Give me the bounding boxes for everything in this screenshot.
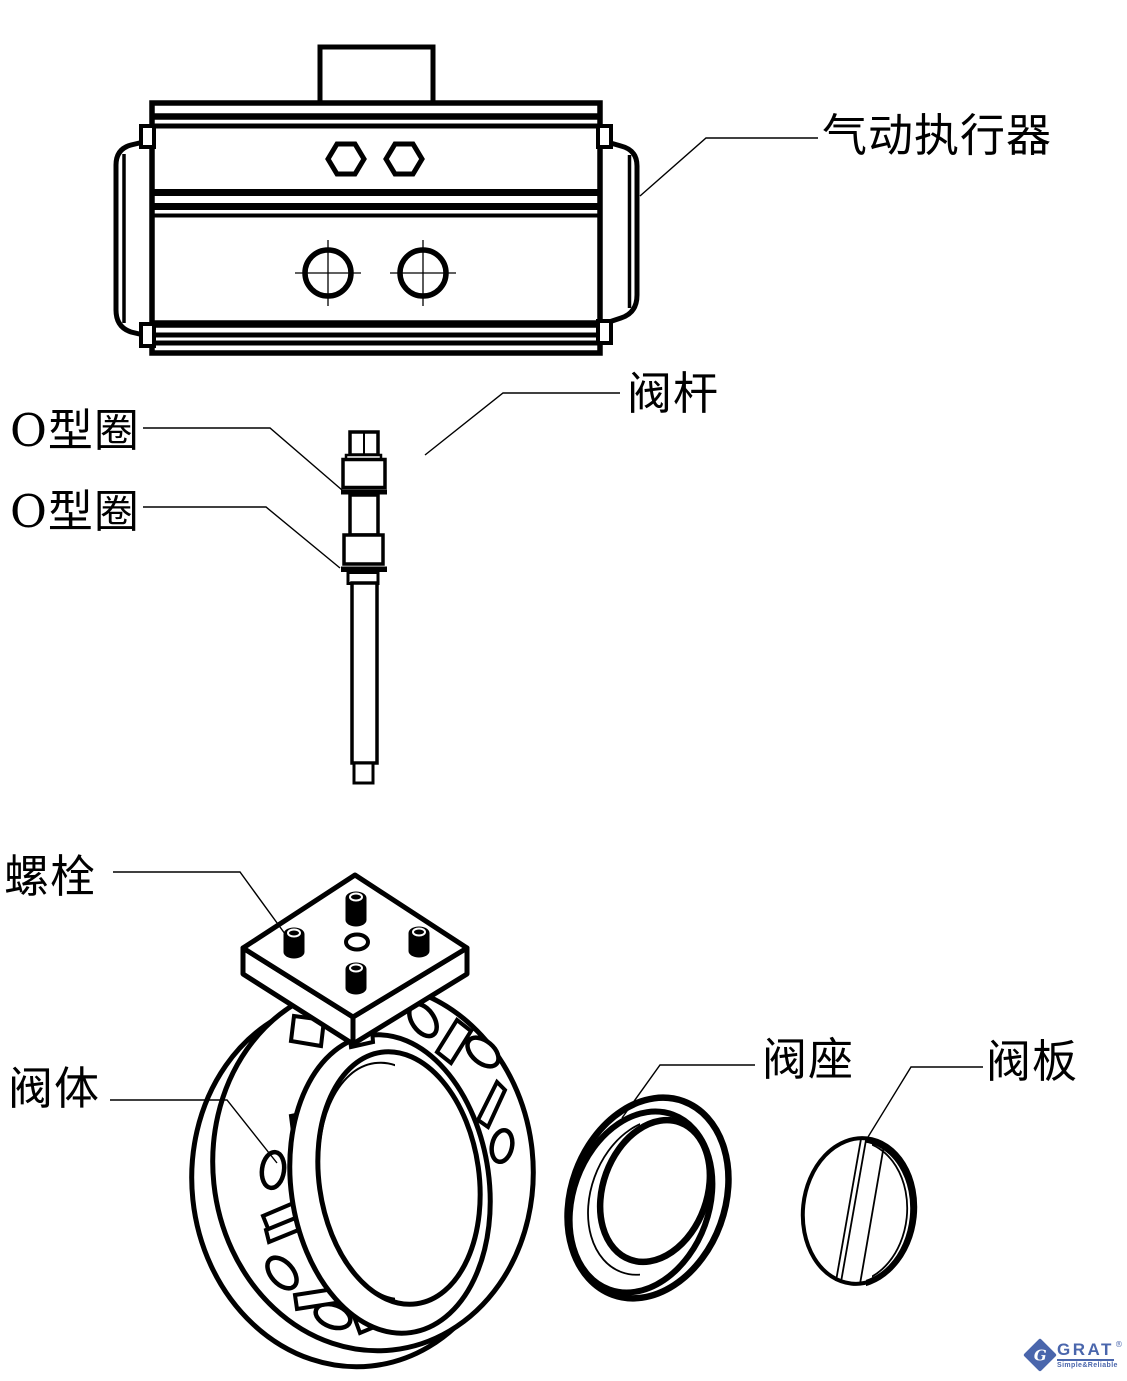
grat-diamond-icon: G <box>1023 1338 1057 1372</box>
grat-tagline: Simple&Reliable <box>1057 1362 1118 1369</box>
label-valve-stem: 阀杆 <box>627 367 720 420</box>
leader-pneumatic-actuator <box>639 137 818 197</box>
grat-logo-text: GRAT ® Simple&Reliable <box>1057 1341 1123 1369</box>
leader-valve-seat <box>621 1064 755 1119</box>
label-valve-plate: 阀板 <box>986 1035 1079 1088</box>
valve-plate-drawing <box>800 1136 918 1288</box>
label-o-ring-bottom: O型圈 <box>10 485 140 538</box>
valve-stem-drawing <box>341 430 387 785</box>
leader-o-ring-top <box>143 427 343 491</box>
leader-lines <box>110 137 983 1164</box>
registered-mark: ® <box>1114 1340 1123 1349</box>
leader-bolt <box>113 871 289 939</box>
leader-valve-stem <box>424 392 620 456</box>
leader-valve-plate <box>867 1066 983 1138</box>
pneumatic-actuator-drawing <box>113 44 640 356</box>
leader-o-ring-bottom <box>143 506 341 569</box>
label-bolt: 螺栓 <box>4 850 97 903</box>
grat-monogram: G <box>1033 1346 1047 1364</box>
leader-valve-body <box>110 1099 278 1164</box>
o-ring-bottom-part <box>341 566 387 572</box>
valve-seat-drawing <box>564 1094 732 1302</box>
o-ring-top-part <box>341 489 387 495</box>
label-o-ring-top: O型圈 <box>10 404 140 457</box>
valve-body-drawing <box>189 980 536 1370</box>
grat-logo: G GRAT ® Simple&Reliable <box>1023 1338 1123 1372</box>
label-valve-body: 阀体 <box>8 1062 101 1115</box>
grat-brand: GRAT <box>1057 1340 1114 1361</box>
label-pneumatic-actuator: 气动执行器 <box>822 109 1053 162</box>
label-valve-seat: 阀座 <box>762 1033 855 1086</box>
mounting-plate-drawing <box>240 872 470 1047</box>
